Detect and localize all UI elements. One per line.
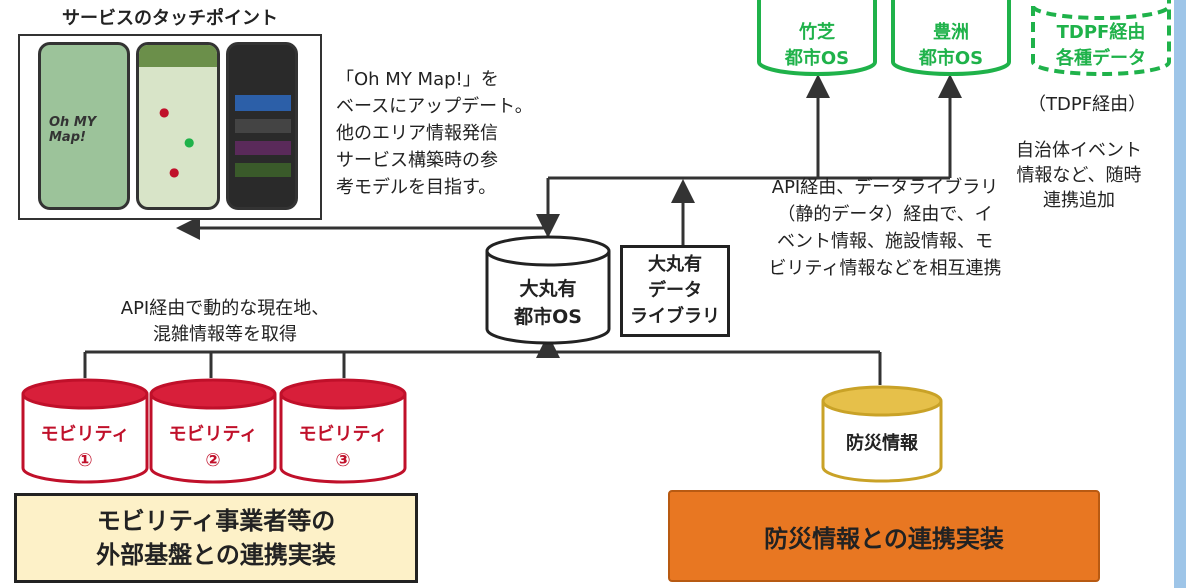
- tdpf-data-db: TDPF経由各種データ: [1030, 0, 1172, 76]
- tdpf-paren: （TDPF経由）: [1028, 94, 1147, 115]
- data-library-box: 大丸有 データ ライブラリ: [620, 245, 730, 337]
- toyosu-label: 豊洲都市OS: [918, 22, 984, 69]
- daimaruyu-os-label: 大丸有都市OS: [514, 278, 582, 328]
- service-description: 「Oh MY Map!」を ベースにアップデート。 他のエリア情報発信 サービス…: [336, 69, 533, 198]
- phone-map-view: ● ● ●: [136, 42, 220, 210]
- tdpf-label: TDPF経由各種データ: [1056, 22, 1146, 69]
- toyosu-os-db: 豊洲都市OS: [890, 0, 1012, 76]
- service-title: サービスのタッチポイント: [62, 8, 278, 29]
- takeshiba-label: 竹芝都市OS: [784, 22, 850, 69]
- disaster-label: 防災情報: [846, 433, 918, 454]
- daimaruyu-os-db: 大丸有都市OS: [484, 235, 612, 347]
- mobility-integration-box: モビリティ事業者等の 外部基盤との連携実装: [14, 493, 418, 583]
- mobility-note: API経由で動的な現在地、 混雑情報等を取得: [120, 298, 330, 345]
- phone-map-splash: Oh MY Map!: [38, 42, 130, 210]
- phone-menu-view: [226, 42, 298, 210]
- right-edge-bar: [1174, 0, 1186, 588]
- app-logo: Oh MY Map!: [49, 115, 97, 145]
- app-screenshots: Oh MY Map! ● ● ●: [18, 34, 322, 220]
- api-note: API経由、データライブラリ （静的データ）経由で、イ ベント情報、施設情報、モ…: [768, 177, 1002, 279]
- disaster-integration-box: 防災情報との連携実装: [668, 490, 1100, 582]
- tdpf-note: 自治体イベント 情報など、随時 連携追加: [1016, 140, 1142, 211]
- takeshiba-os-db: 竹芝都市OS: [756, 0, 878, 76]
- disaster-db: 防災情報: [820, 385, 944, 483]
